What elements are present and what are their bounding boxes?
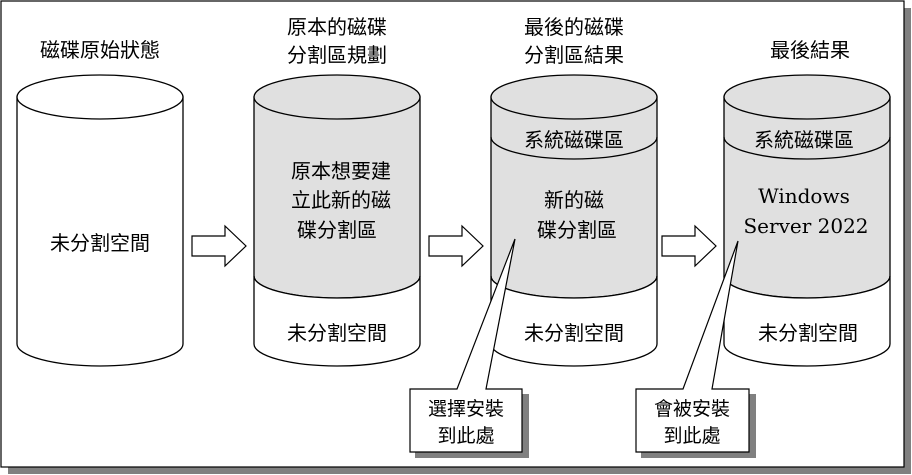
segment-label: Windows — [758, 184, 850, 208]
callout-text: 會被安裝 — [654, 398, 730, 420]
stage-title: 原本的磁碟 — [287, 15, 387, 39]
partition-divider — [723, 136, 891, 160]
segment-label: 系統磁碟區 — [524, 128, 624, 152]
segment-label: 碟分割區 — [297, 218, 377, 242]
callout-text: 到此處 — [663, 425, 720, 447]
stage-title: 磁碟原始狀態 — [40, 38, 160, 62]
segment-label: Server 2022 — [743, 214, 868, 238]
stage-title: 分割區規劃 — [287, 43, 387, 67]
callout-text: 到此處 — [437, 425, 494, 447]
segment-label: 碟分割區 — [537, 218, 617, 242]
partition-divider — [490, 136, 658, 160]
segment-label: 新的磁 — [544, 188, 604, 212]
segment-label: 系統磁碟區 — [754, 128, 854, 152]
arrow-right — [191, 224, 247, 268]
callout-install-here: 選擇安裝 到此處 — [409, 238, 529, 458]
segment-label: 未分割空間 — [287, 321, 387, 345]
callout-box — [409, 238, 523, 453]
callout-box — [635, 240, 750, 453]
cylinder-body-unallocated — [723, 275, 891, 367]
arrow-right — [661, 224, 717, 268]
cylinder-top — [490, 74, 658, 120]
stage-original-disk: 磁碟原始狀態 未分割空間 — [16, 38, 184, 367]
cylinder-top — [723, 74, 891, 120]
stage-final-result: 最後結果 系統磁碟區 Windows Server 2022 未分割空間 — [723, 38, 891, 367]
stage-planned-partition: 原本的磁碟 分割區規劃 原本想要建 立此新的磁 碟分割區 未分割空間 — [253, 15, 421, 367]
arrow-right — [428, 224, 484, 268]
cylinder-body — [16, 96, 184, 367]
cylinder-body-unallocated — [490, 275, 658, 367]
callout-will-install-here: 會被安裝 到此處 — [635, 240, 756, 458]
segment-label: 立此新的磁 — [291, 188, 391, 212]
stage-title: 最後的磁碟 — [524, 15, 624, 39]
cylinder-top — [16, 74, 184, 120]
callout-text: 選擇安裝 — [428, 398, 504, 420]
stage-title: 最後結果 — [770, 38, 850, 62]
cylinder-top — [253, 74, 421, 120]
segment-label: 未分割空間 — [524, 321, 624, 345]
cylinder-body-unallocated — [253, 275, 421, 367]
segment-label: 未分割空間 — [758, 321, 858, 345]
segment-label: 未分割空間 — [50, 231, 150, 255]
stage-final-partition: 最後的磁碟 分割區結果 系統磁碟區 新的磁 碟分割區 未分割空間 — [490, 15, 658, 367]
stage-title: 分割區結果 — [524, 43, 624, 67]
segment-label: 原本想要建 — [291, 159, 391, 183]
